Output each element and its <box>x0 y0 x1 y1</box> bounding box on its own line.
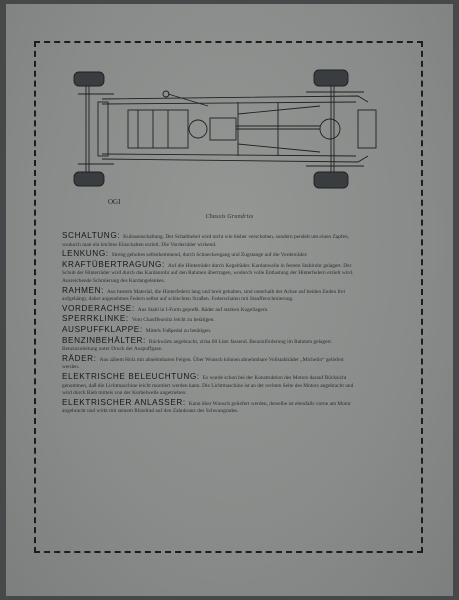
spec-entry-elektrischer-anlasser: ELEKTRISCHER ANLASSER:Kann über Wunsch g… <box>62 397 362 416</box>
spec-entry-rahmen: RAHMEN:Aus bestem Material, die Hinterfe… <box>62 285 362 304</box>
spec-text: Vom Chauffeursitz leicht zu betätigen. <box>131 317 215 324</box>
spec-heading: LENKUNG: <box>62 249 109 259</box>
spec-heading: BENZINBEHÄLTER: <box>62 335 146 345</box>
spec-heading: RAHMEN: <box>62 285 104 295</box>
spec-text: Kulissenschaltung. Der Schalthebel wird … <box>62 234 350 248</box>
spec-text: Aus bestem Material, die Hinterfedern la… <box>62 288 345 303</box>
spec-text: Mittels Fußpedal zu betätigen. <box>145 327 212 334</box>
spec-entry-elektrische-beleuchtung: ELEKTRISCHE BELEUCHTUNG:Es wurde schon b… <box>62 371 362 398</box>
spec-entry-benzinbehaelter: BENZINBEHÄLTER:Rückwärts angebracht, zir… <box>62 335 362 354</box>
spec-heading: SPERRKLINKE: <box>62 314 129 324</box>
spec-heading: ELEKTRISCHER ANLASSER: <box>62 397 186 407</box>
spec-heading: SCHALTUNG: <box>62 231 121 240</box>
spec-entry-sperrklinke: SPERRKLINKE:Vom Chauffeursitz leicht zu … <box>62 315 362 325</box>
spec-text: Kann über Wunsch geliefert werden, derse… <box>62 400 351 415</box>
decorative-border <box>34 41 423 553</box>
spec-heading: AUSPUFFKLAPPE: <box>62 324 143 334</box>
spec-text: Auf die Hinterräder durch Kegelräder. Ka… <box>62 262 354 284</box>
drawing-caption: Chassis Grundriss <box>205 214 254 220</box>
specification-list: SCHALTUNG:Kulissenschaltung. Der Schalth… <box>62 231 362 417</box>
spec-entry-raeder: RÄDER:Aus zähem Holz mit abnehmbaren Fel… <box>62 353 362 372</box>
drawing-mark: OGI <box>108 198 121 206</box>
spec-heading: VORDERACHSE: <box>62 303 135 313</box>
spec-entry-auspuffklappe: AUSPUFFKLAPPE:Mittels Fußpedal zu betäti… <box>62 324 362 336</box>
spec-entry-schaltung: SCHALTUNG:Kulissenschaltung. Der Schalth… <box>62 231 362 249</box>
catalog-page: OGI Chassis Grundriss SCHALTUNG:Kulissen… <box>6 4 453 596</box>
spec-entry-lenkung: LENKUNG:Streng geholtes selbsthemmend, d… <box>62 250 362 260</box>
spec-heading: ELEKTRISCHE BELEUCHTUNG: <box>62 371 200 381</box>
spec-entry-vorderachse: VORDERACHSE:Aus Stahl in I-Form gepreßt.… <box>62 303 362 315</box>
spec-text: Streng geholtes selbsthemmend, durch Sch… <box>111 252 308 259</box>
spec-text: Aus Stahl in I-Form gepreßt. Räder auf s… <box>137 306 269 313</box>
spec-entry-kraftuebertragung: KRAFTÜBERTRAGUNG:Auf die Hinterräder dur… <box>62 259 362 286</box>
spec-heading: KRAFTÜBERTRAGUNG: <box>62 259 165 269</box>
spec-text: Aus zähem Holz mit abnehmbaren Felgen. Ü… <box>62 356 344 371</box>
spec-text: Rückwärts angebracht, zirka 60 Liter fas… <box>62 338 333 353</box>
chassis-plan-drawing: OGI <box>73 69 377 206</box>
spec-text: Es wurde schon bei der Konstruktion des … <box>62 374 354 397</box>
spec-heading: RÄDER: <box>62 353 97 363</box>
